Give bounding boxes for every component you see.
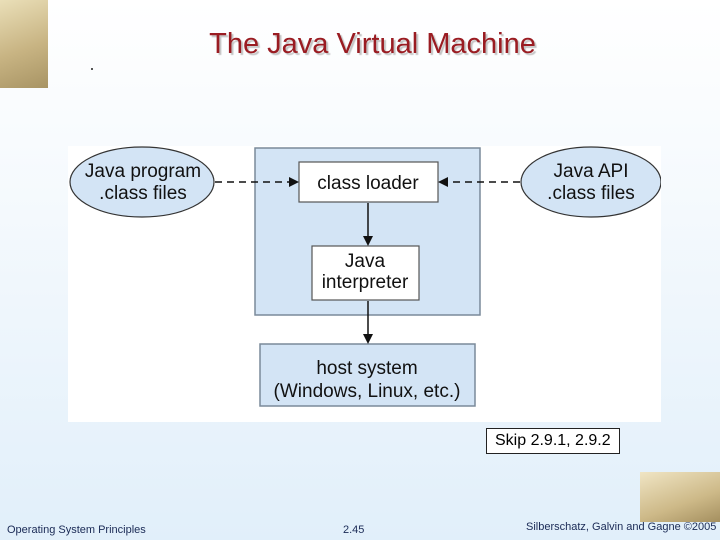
java-api-label-line2: .class files — [547, 183, 635, 204]
java-program-oval — [69, 146, 215, 218]
interpreter-label-line2: interpreter — [322, 272, 409, 293]
skip-note: Skip 2.9.1, 2.9.2 — [486, 428, 620, 454]
footer-course: Operating System Principles — [7, 524, 146, 536]
host-system-label-line1: host system — [316, 358, 417, 379]
slide-title: The Java Virtual Machine — [209, 28, 536, 60]
footer-page-number: 2.45 — [343, 524, 365, 536]
dinosaur-logo-top — [0, 0, 48, 88]
stray-dot — [91, 68, 93, 70]
java-program-label-line2: .class files — [99, 183, 187, 204]
dinosaur-logo-bottom — [640, 472, 720, 522]
host-system-label-line2: (Windows, Linux, etc.) — [274, 381, 461, 402]
interpreter-box — [311, 245, 420, 301]
host-system-box — [259, 343, 476, 407]
class-loader-label: class loader — [317, 173, 419, 194]
java-api-label-line1: Java API — [554, 161, 629, 182]
java-api-oval — [520, 146, 661, 218]
footer-copyright: Silberschatz, Galvin and Gagne ©2005 — [526, 521, 717, 533]
class-loader-box — [298, 161, 439, 203]
interpreter-label-line1: Java — [345, 251, 386, 272]
java-program-label-line1: Java program — [85, 161, 201, 182]
jvm-diagram-svg: host system (Windows, Linux, etc.) class… — [69, 146, 661, 407]
jvm-diagram: host system (Windows, Linux, etc.) class… — [68, 146, 661, 422]
